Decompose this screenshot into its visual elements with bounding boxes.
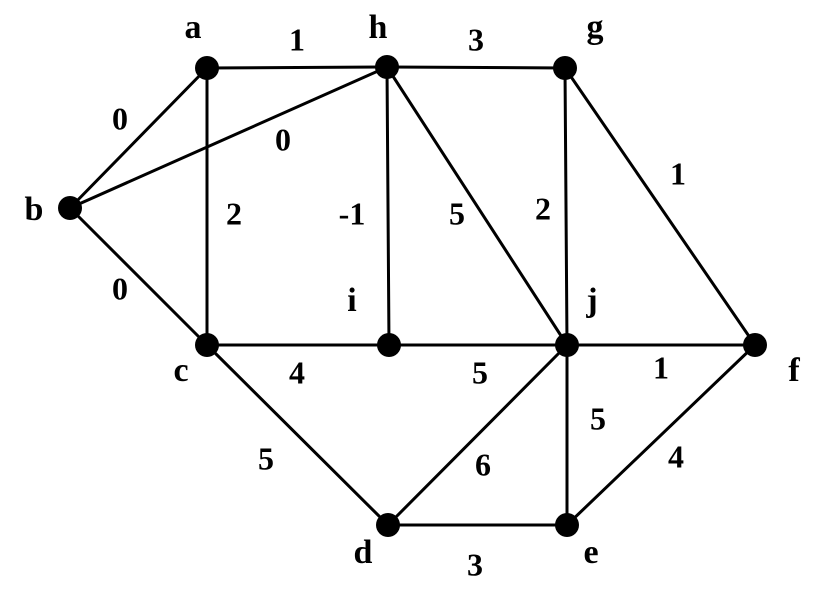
- node-label-j: j: [585, 282, 597, 319]
- edge-weight-a-h: 1: [289, 21, 305, 57]
- edge-a-h: [205, 65, 389, 70]
- node-b: [58, 196, 82, 220]
- edge-weight-b-h: 0: [275, 121, 291, 157]
- node-labels-layer: a h g b i j c f d e: [25, 9, 801, 571]
- edge-weight-g-j: 2: [535, 190, 551, 226]
- edge-weight-i-j: 5: [472, 354, 488, 390]
- edge-g-f: [563, 66, 757, 347]
- edge-weight-g-f: 1: [670, 155, 686, 191]
- node-label-f: f: [788, 352, 800, 389]
- node-label-c: c: [173, 352, 188, 389]
- edge-weight-h-i: -1: [339, 195, 366, 231]
- edge-weight-c-d: 5: [258, 440, 274, 476]
- edge-weight-h-j: 5: [449, 195, 465, 231]
- node-c: [195, 333, 219, 357]
- edge-weight-d-e: 3: [467, 546, 483, 582]
- edge-weight-a-c: 2: [226, 195, 242, 231]
- edge-b-h: [68, 65, 389, 210]
- node-label-b: b: [25, 191, 44, 228]
- edge-b-c: [68, 206, 209, 347]
- node-f: [743, 333, 767, 357]
- edge-h-i: [385, 65, 391, 347]
- node-label-d: d: [354, 534, 373, 571]
- edge-e-f: [565, 343, 757, 527]
- node-label-a: a: [185, 9, 202, 46]
- node-e: [555, 513, 579, 537]
- node-g: [553, 56, 577, 80]
- edge-weight-e-f: 4: [668, 438, 684, 474]
- edge-h-j: [385, 65, 569, 347]
- edge-weights-layer: 1 3 0 0 2 0 -1 5 2 1 4 5 1 5 6 5 4 3: [112, 21, 686, 582]
- nodes-layer: [58, 55, 767, 537]
- node-label-e: e: [583, 534, 598, 571]
- node-d: [376, 513, 400, 537]
- node-label-i: i: [347, 282, 356, 319]
- edge-weight-d-j: 6: [475, 446, 491, 482]
- edge-weight-j-f: 1: [653, 349, 669, 385]
- node-i: [377, 333, 401, 357]
- node-label-h: h: [369, 9, 388, 46]
- node-a: [195, 56, 219, 80]
- node-j: [555, 333, 579, 357]
- edge-h-g: [385, 65, 567, 70]
- edge-d-j: [386, 343, 569, 527]
- edge-weight-c-i: 4: [289, 354, 305, 390]
- edge-g-j: [563, 66, 569, 347]
- edge-weight-h-g: 3: [468, 21, 484, 57]
- node-label-g: g: [587, 9, 604, 46]
- node-h: [375, 55, 399, 79]
- edge-weight-b-a: 0: [112, 100, 128, 136]
- edges-layer: [68, 65, 757, 527]
- edge-weight-b-c: 0: [112, 270, 128, 306]
- edge-c-d: [205, 343, 390, 527]
- edge-weight-j-e: 5: [590, 400, 606, 436]
- edge-b-a: [68, 66, 209, 210]
